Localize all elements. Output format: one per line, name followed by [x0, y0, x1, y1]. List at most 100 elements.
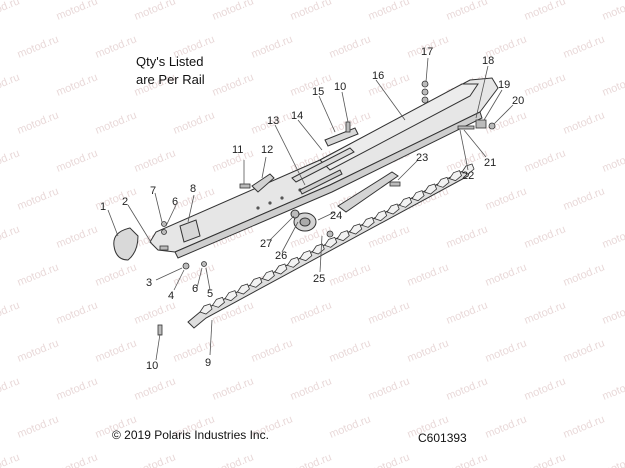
watermark-text: motod.ru: [16, 185, 61, 212]
watermark-text: motod.ru: [445, 375, 490, 402]
watermark-text: motod.ru: [289, 71, 334, 98]
watermark-text: motod.ru: [601, 375, 625, 402]
watermark-text: motod.ru: [250, 337, 295, 364]
watermark-text: motod.ru: [601, 71, 625, 98]
wear-bar-tooth: [274, 263, 288, 275]
watermark-text: motod.ru: [601, 451, 625, 468]
watermark-text: motod.ru: [445, 0, 490, 23]
callout-6-lower: 6: [192, 283, 198, 295]
watermark-text: motod.ru: [289, 451, 334, 468]
wear-bar-tooth: [436, 176, 450, 188]
wear-bar-tooth: [361, 216, 375, 228]
wear-bar-tooth: [336, 230, 350, 242]
wear-bar-tooth: [448, 170, 463, 182]
callout-8: 8: [190, 183, 196, 195]
block-8: [179, 219, 201, 243]
wear-bar-assembly: [187, 163, 475, 329]
watermark-text: motod.ru: [601, 147, 625, 174]
watermark-text: motod.ru: [562, 413, 607, 440]
callout-19: 19: [498, 79, 510, 91]
wear-bar-tooth: [374, 210, 388, 222]
callout-12: 12: [261, 144, 273, 156]
wear-bar-tooth: [411, 190, 425, 202]
wear-bar-tooth: [349, 223, 363, 235]
watermark-text: motod.ru: [523, 451, 568, 468]
watermark-text: motod.ru: [523, 375, 568, 402]
watermark-text: motod.ru: [562, 337, 607, 364]
watermark-text: motod.ru: [211, 451, 256, 468]
fasteners: [157, 80, 496, 336]
watermark-text: motod.ru: [0, 375, 21, 402]
callout-27: 27: [260, 238, 272, 250]
wear-bar-tooth: [261, 270, 275, 282]
watermark-text: motod.ru: [133, 147, 178, 174]
watermark-text: motod.ru: [328, 33, 373, 60]
diagram-code: C601393: [418, 431, 467, 445]
watermark-text: motod.ru: [55, 0, 100, 23]
watermark-text: motod.ru: [133, 299, 178, 326]
leader-lines: [107, 57, 514, 361]
callout-numbers: 1 2 3 4 5 6 6 7 8 9 10 10 11 12 13 14 15…: [100, 46, 524, 372]
watermark-text: motod.ru: [211, 0, 256, 23]
watermark-text: motod.ru: [367, 451, 412, 468]
wear-bar-tooth: [286, 256, 300, 268]
watermark-text: motod.ru: [406, 337, 451, 364]
watermark-text: motod.ru: [406, 261, 451, 288]
watermark-text: motod.ru: [16, 109, 61, 136]
callout-24: 24: [330, 210, 342, 222]
watermark-text: motod.ru: [562, 261, 607, 288]
watermark-text: motod.ru: [94, 337, 139, 364]
watermark-text: motod.ru: [328, 261, 373, 288]
watermark-text: motod.ru: [484, 337, 529, 364]
watermark-text: motod.ru: [94, 33, 139, 60]
callout-6-upper: 6: [172, 196, 178, 208]
callout-22: 22: [462, 170, 474, 182]
end-cap: [113, 227, 139, 261]
watermark-text: motod.ru: [484, 261, 529, 288]
watermark-text: motod.ru: [0, 71, 21, 98]
wear-strip: [291, 147, 355, 183]
callout-21: 21: [484, 157, 496, 169]
watermark-text: motod.ru: [16, 413, 61, 440]
callout-16: 16: [372, 70, 384, 82]
watermark-text: motod.ru: [16, 337, 61, 364]
callout-20: 20: [512, 95, 524, 107]
callout-17: 17: [421, 46, 433, 58]
watermark-text: motod.ru: [445, 451, 490, 468]
watermark-text: motod.ru: [211, 375, 256, 402]
wear-bar-tooth: [249, 276, 263, 288]
watermark-text: motod.ru: [16, 261, 61, 288]
watermark-text: motod.ru: [55, 147, 100, 174]
watermark-text: motod.ru: [55, 71, 100, 98]
watermark-text: motod.ru: [601, 223, 625, 250]
watermark-text: motod.ru: [601, 0, 625, 23]
watermark-text: motod.ru: [289, 375, 334, 402]
watermark-text: motod.ru: [133, 375, 178, 402]
wear-bar-tooth: [211, 296, 225, 308]
watermark-text: motod.ru: [367, 375, 412, 402]
wear-bar-tooth: [299, 250, 313, 262]
watermark-text: motod.ru: [55, 375, 100, 402]
callout-10-upper: 10: [334, 81, 346, 93]
watermark-text: motod.ru: [0, 0, 21, 23]
watermark-text: motod.ru: [523, 299, 568, 326]
callout-18: 18: [482, 55, 494, 67]
callout-2: 2: [122, 196, 128, 208]
watermark-text: motod.ru: [0, 299, 21, 326]
qty-note-line-1: Qty's Listed: [136, 54, 204, 69]
callout-26: 26: [275, 250, 287, 262]
callout-25: 25: [313, 273, 325, 285]
watermark-text: motod.ru: [328, 337, 373, 364]
watermark-text: motod.ru: [562, 185, 607, 212]
mount-plate: [251, 173, 275, 193]
callout-5: 5: [207, 288, 213, 300]
watermark-text: motod.ru: [523, 147, 568, 174]
callout-10-lower: 10: [146, 360, 158, 372]
watermark-text: motod.ru: [0, 451, 21, 468]
callout-3: 3: [146, 277, 152, 289]
watermark-text: motod.ru: [523, 223, 568, 250]
watermark-text: motod.ru: [367, 0, 412, 23]
callout-23: 23: [416, 152, 428, 164]
